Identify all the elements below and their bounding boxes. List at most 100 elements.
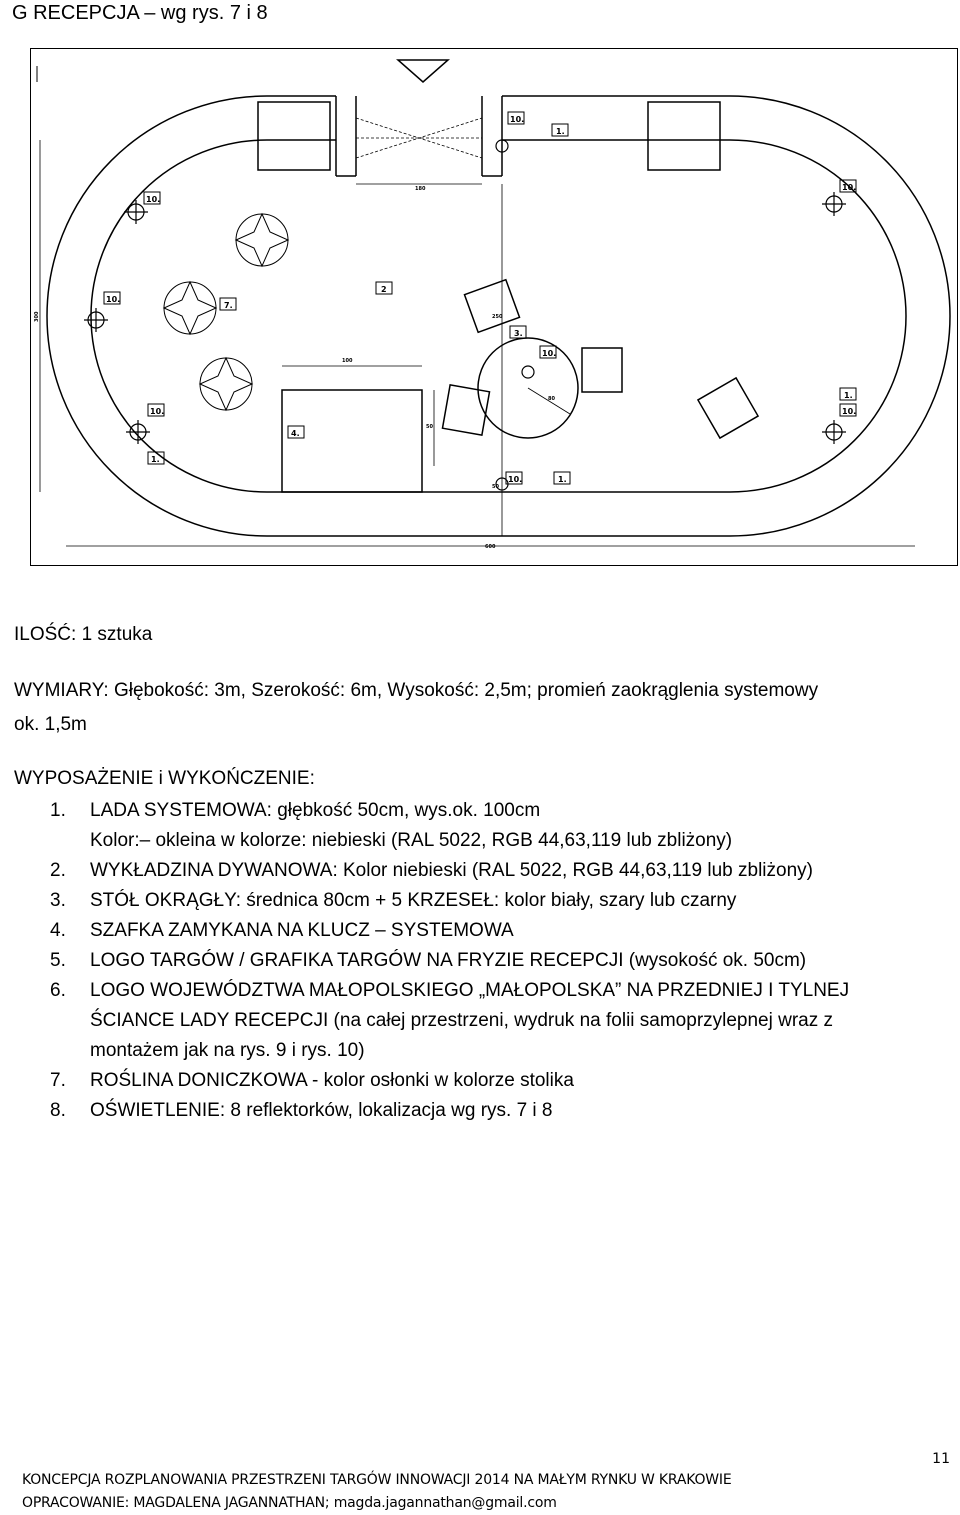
dim-100: 100 [342,358,353,364]
plant-3 [199,357,253,411]
plant-2 [163,281,217,335]
item-text-cont: ŚCIANCE LADY RECEPCJI (na całej przestrz… [90,1010,834,1031]
lamp-icon [822,420,846,444]
door-swing [355,117,483,159]
view-marker-icon [396,59,450,83]
chair-1 [463,278,521,334]
table-radius [527,387,571,415]
item-number: 4. [50,920,66,941]
quantity-line: ILOŚĆ: 1 sztuka [14,624,153,645]
plant-2-leaves [162,280,218,336]
item-text: LOGO WOJEWÓDZTWA MAŁOPOLSKIEGO „MAŁOPOLS… [90,980,850,1001]
label-box [505,471,523,485]
label-box [509,325,527,339]
plan-frame [30,48,958,566]
item-text: LADA SYSTEMOWA: głębkość 50cm, wys.ok. 1… [90,800,541,821]
label-7: 7. [224,301,233,310]
label-box [375,281,393,295]
lamp-icon [126,420,150,444]
item-number: 2. [50,860,66,881]
dimensions-line: WYMIARY: Głębokość: 3m, Szerokość: 6m, W… [14,680,819,701]
label-2: 2 [381,285,387,294]
label-1: 1. [558,475,567,484]
cabinet-top-left [257,101,331,171]
label-box [143,191,161,205]
label-1: 1. [151,455,160,464]
label-10: 10. [842,407,856,416]
equipment-list: 1. LADA SYSTEMOWA: głębkość 50cm, wys.ok… [40,796,940,1126]
label-box [839,387,857,401]
cabinet-top-right [647,101,721,171]
list-item: 4. SZAFKA ZAMYKANA NA KLUCZ – SYSTEMOWA [40,916,940,946]
floor-plan-drawing: 180 300 600 250 50 100 50 80 [30,48,958,566]
item-text-cont: montażem jak na rys. 9 i rys. 10) [90,1040,365,1061]
equipment-heading: WYPOSAŻENIE i WYKOŃCZENIE: [14,768,315,789]
item-text: ROŚLINA DONICZKOWA - kolor osłonki w kol… [90,1070,574,1091]
item-text: WYKŁADZINA DYWANOWA: Kolor niebieski (RA… [90,860,813,881]
chair-4 [696,376,760,440]
dim-300-left: 300 [34,311,40,322]
dim-80: 80 [548,396,555,402]
chair-2 [441,383,491,437]
label-box [219,297,237,311]
label-box [839,403,857,417]
label-box [839,179,857,193]
list-item: 3. STÓŁ OKRĄGŁY: średnica 80cm + 5 KRZES… [40,886,940,916]
plant-1 [235,213,289,267]
dimensions-line-cont: ok. 1,5m [14,714,87,735]
item-number: 3. [50,890,66,911]
dim-180: 180 [415,186,426,192]
dim-600: 600 [485,544,496,550]
item-number: 7. [50,1070,66,1091]
list-item: 6. LOGO WOJEWÓDZTWA MAŁOPOLSKIEGO „MAŁOP… [40,976,940,1066]
label-box [147,451,165,465]
label-box [507,111,525,125]
list-item: 1. LADA SYSTEMOWA: głębkość 50cm, wys.ok… [40,796,940,856]
outer-counter-edge [46,95,951,537]
label-1: 1. [556,127,565,136]
footer-title: KONCEPCJA ROZPLANOWANIA PRZESTRZENI TARG… [22,1472,732,1488]
item-text: STÓŁ OKRĄGŁY: średnica 80cm + 5 KRZESEŁ:… [90,890,737,911]
label-box [103,291,121,305]
list-item: 7. ROŚLINA DONICZKOWA - kolor osłonki w … [40,1066,940,1096]
item-text-cont: Kolor:– okleina w kolorze: niebieski (RA… [90,830,733,851]
label-10: 10. [842,183,856,192]
label-10: 10. [508,475,522,484]
dim-250: 250 [492,314,503,320]
item-text: LOGO TARGÓW / GRAFIKA TARGÓW NA FRYZIE R… [90,950,807,971]
list-item: 8. OŚWIETLENIE: 8 reflektorków, lokaliza… [40,1096,940,1126]
item-number: 6. [50,980,66,1001]
entrance-gap [336,95,502,143]
plant-3-leaves [198,356,254,412]
dim-50-b: 50 [426,424,433,430]
chair-3 [581,347,623,393]
item-number: 5. [50,950,66,971]
label-box [539,345,557,359]
lamp-icon [521,365,535,379]
label-10: 10. [146,195,160,204]
section-heading: G RECEPCJA – wg rys. 7 i 8 [12,2,268,24]
label-box [551,123,569,137]
label-10: 10. [106,295,120,304]
list-item: 2. WYKŁADZINA DYWANOWA: Kolor niebieski … [40,856,940,886]
item-number: 8. [50,1100,66,1121]
lamp-icon [84,308,108,332]
item-text: SZAFKA ZAMYKANA NA KLUCZ – SYSTEMOWA [90,920,514,941]
list-item: 5. LOGO TARGÓW / GRAFIKA TARGÓW NA FRYZI… [40,946,940,976]
inner-counter-edge [90,139,907,493]
lamp-icon [822,192,846,216]
dim-50: 50 [492,484,499,490]
floor-plan-svg: 180 300 600 250 50 100 50 80 [30,48,958,566]
item-text: OŚWIETLENIE: 8 reflektorków, lokalizacja… [90,1100,553,1121]
page-number: 11 [932,1451,950,1467]
label-4: 4. [291,429,300,438]
label-10: 10. [542,349,556,358]
footer-author: OPRACOWANIE: MAGDALENA JAGANNATHAN; magd… [22,1495,557,1511]
label-10: 10. [150,407,164,416]
label-1: 1. [844,391,853,400]
label-box [147,403,165,417]
item-number: 1. [50,800,66,821]
label-box [287,425,305,439]
label-3: 3. [514,329,523,338]
lamp-icon [495,139,509,153]
